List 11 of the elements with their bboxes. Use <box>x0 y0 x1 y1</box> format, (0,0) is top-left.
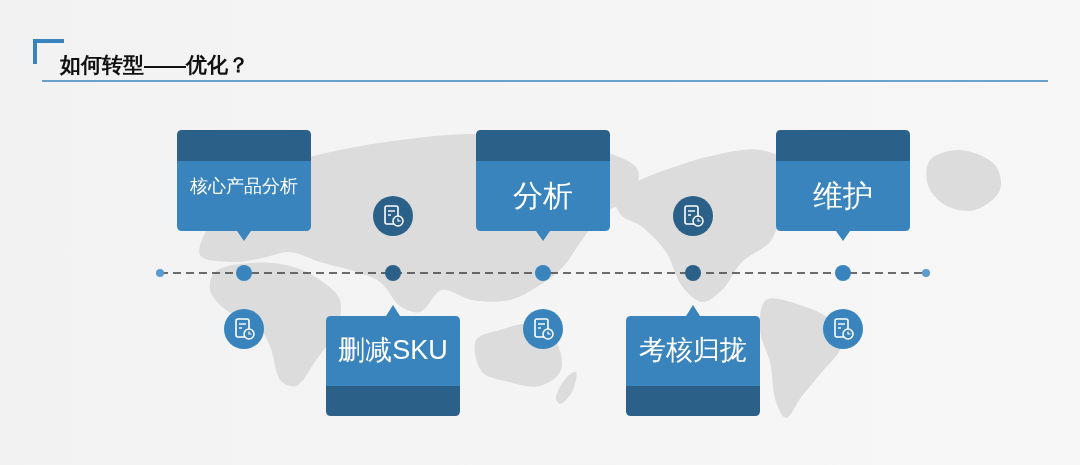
step-label: 考核归拢 <box>639 335 747 367</box>
callout-box <box>177 130 311 241</box>
step-label: 删减SKU <box>338 335 448 367</box>
callout-box <box>776 130 910 241</box>
slide-title: 如何转型——优化？ <box>60 52 249 78</box>
callout-box <box>476 130 610 241</box>
callout-box <box>626 305 760 416</box>
callout-box <box>326 305 460 416</box>
step-label: 分析 <box>513 178 573 214</box>
step-label: 维护 <box>813 178 873 214</box>
step-label: 核心产品分析 <box>190 175 298 197</box>
